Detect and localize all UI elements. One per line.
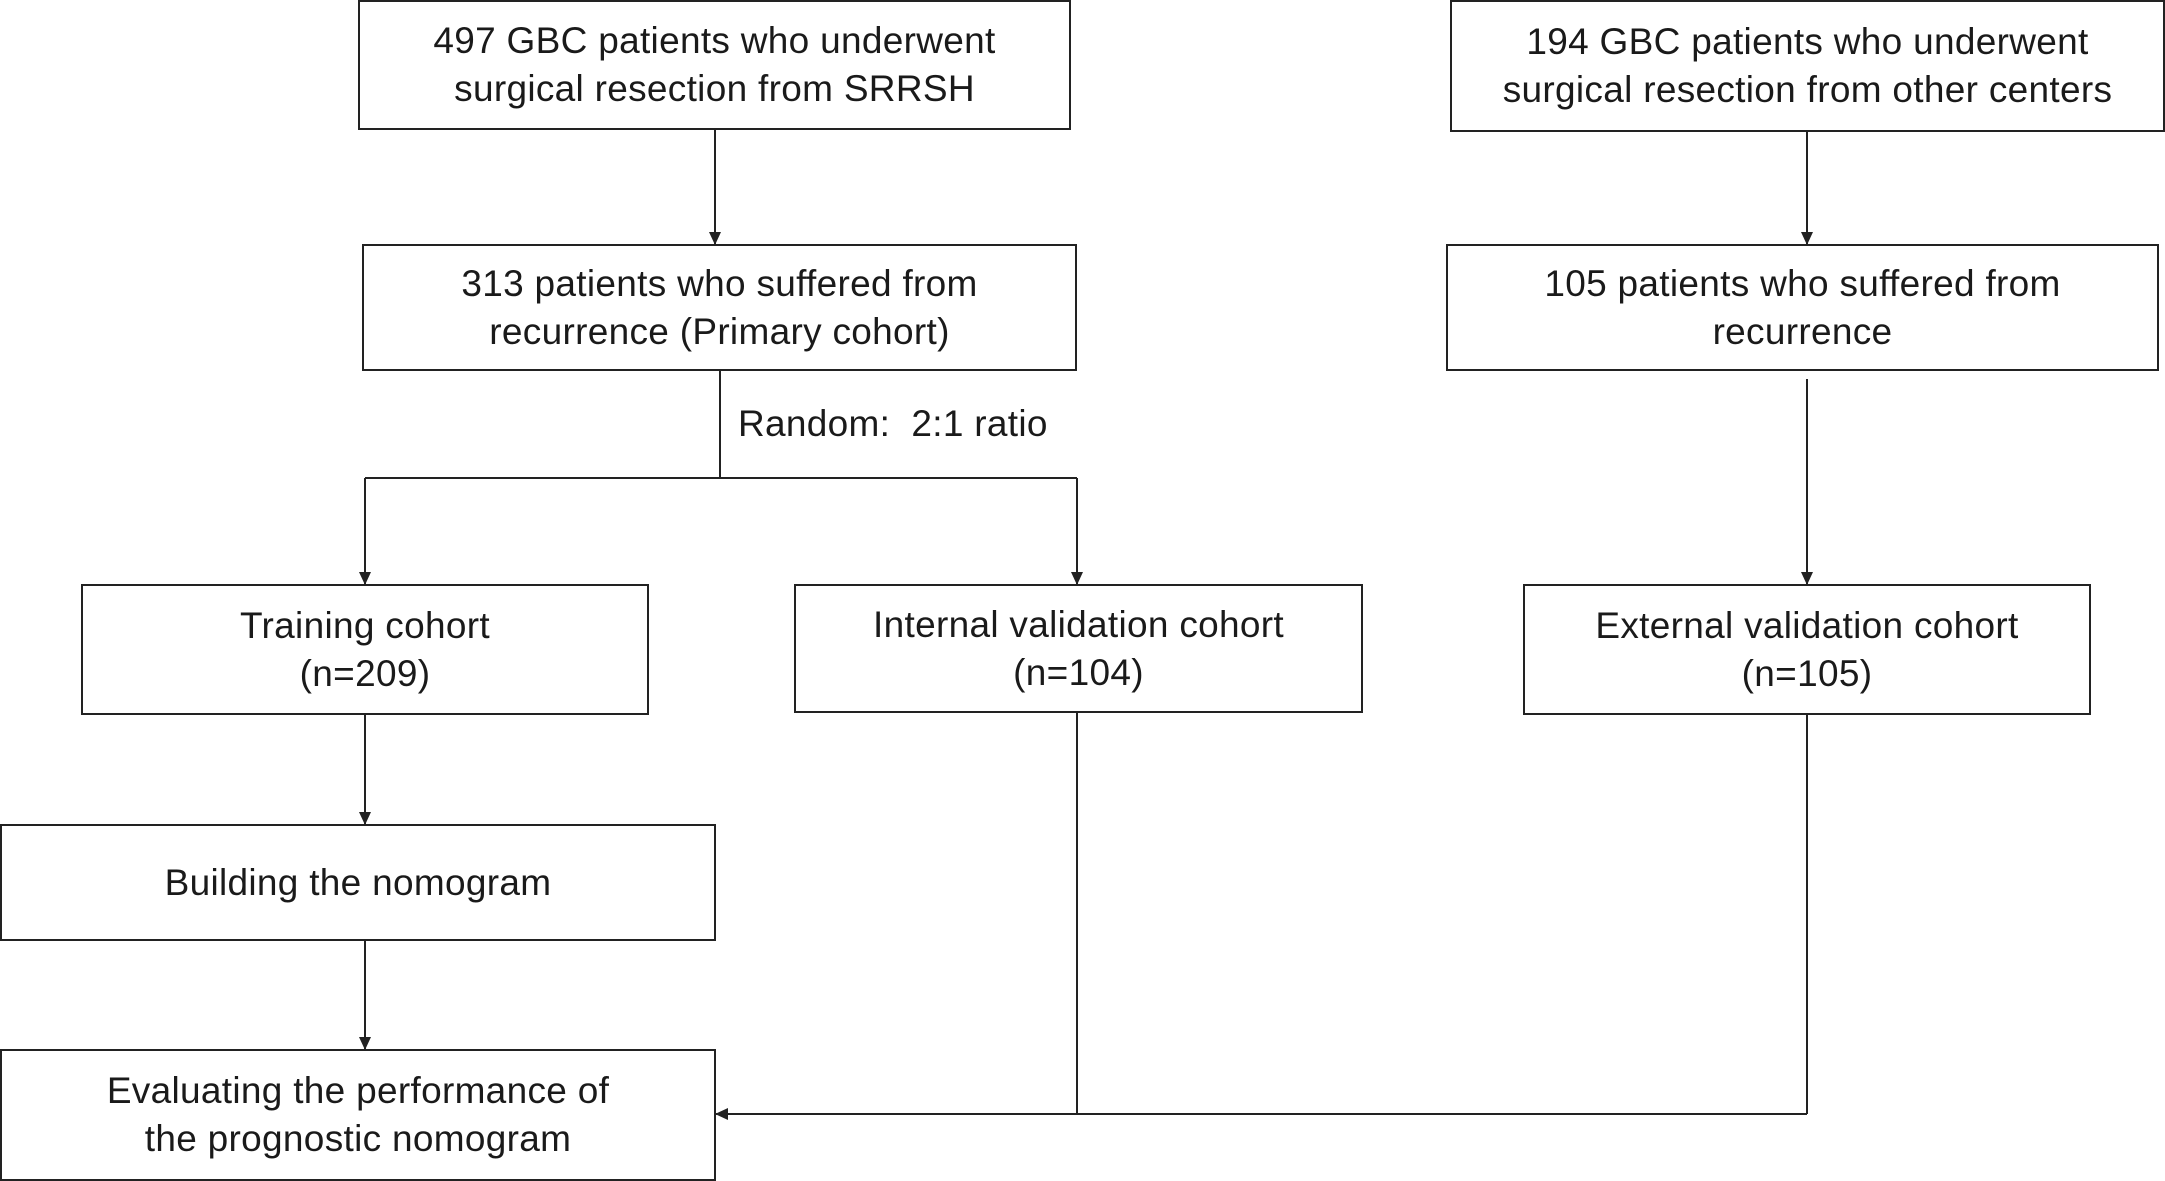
other-centers-patients-line2: surgical resection from other centers	[1502, 69, 2113, 110]
split-ratio-label: Random: 2:1 ratio	[738, 403, 1048, 444]
training-cohort-title: Training cohort	[240, 604, 490, 646]
internal-validation-box: Internal validation cohort (n=104)	[794, 584, 1363, 713]
external-validation-box: External validation cohort (n=105)	[1523, 584, 2091, 715]
external-validation-count: (n=105)	[1741, 652, 1873, 694]
external-validation-title: External validation cohort	[1595, 604, 2019, 646]
primary-cohort-box: 313 patients who suffered from recurrenc…	[362, 244, 1077, 371]
evaluating-performance-box: Evaluating the performance of the progno…	[0, 1049, 716, 1181]
internal-validation-title: Internal validation cohort	[873, 603, 1284, 645]
training-cohort-count: (n=209)	[299, 652, 431, 694]
primary-cohort-line2: recurrence (Primary cohort)	[489, 310, 950, 352]
training-cohort-box: Training cohort (n=209)	[81, 584, 649, 715]
other-recurrence-box: 105 patients who suffered from recurrenc…	[1446, 244, 2159, 371]
building-nomogram-label: Building the nomogram	[164, 861, 552, 903]
other-recurrence-line1: 105 patients who suffered from	[1544, 262, 2061, 304]
building-nomogram-box: Building the nomogram	[0, 824, 716, 941]
other-recurrence-line2: recurrence	[1712, 310, 1893, 352]
srrsh-patients-line2: surgical resection from SRRSH	[454, 68, 975, 109]
internal-validation-count: (n=104)	[1013, 651, 1144, 693]
other-centers-patients-box: 194 GBC patients who underwent surgical …	[1450, 0, 2165, 132]
primary-cohort-line1: 313 patients who suffered from	[461, 262, 978, 304]
evaluating-performance-line2: the prognostic nomogram	[144, 1118, 572, 1159]
evaluating-performance-line1: Evaluating the performance of	[106, 1070, 610, 1111]
srrsh-patients-box: 497 GBC patients who underwent surgical …	[358, 0, 1071, 130]
other-centers-patients-line1: 194 GBC patients who underwent	[1526, 21, 2089, 62]
srrsh-patients-line1: 497 GBC patients who underwent	[433, 20, 996, 61]
